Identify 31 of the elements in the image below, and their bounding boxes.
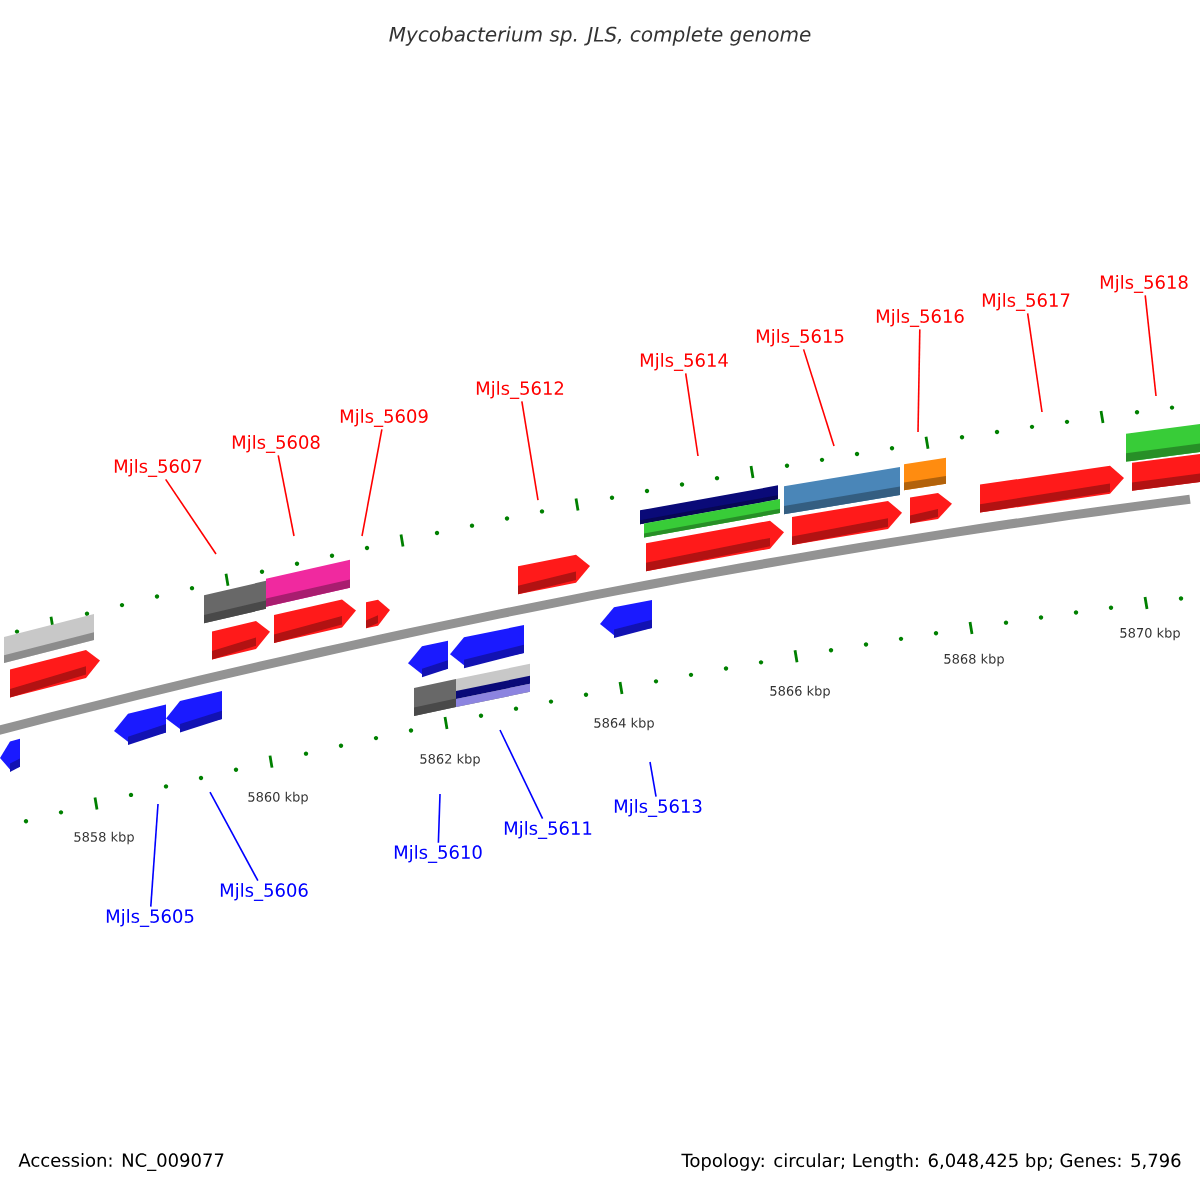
gene-label: Mjls_5613 bbox=[614, 799, 702, 817]
gene-label: Mjls_5608 bbox=[232, 435, 320, 453]
gene-label: Mjls_5605 bbox=[106, 909, 194, 927]
gene-label: Mjls_5617 bbox=[982, 293, 1070, 311]
leader-line bbox=[1026, 312, 1043, 413]
leader-line bbox=[437, 793, 441, 844]
gene-label: Mjls_5612 bbox=[476, 381, 564, 399]
gene-label: Mjls_5618 bbox=[1100, 275, 1188, 293]
leader-line bbox=[521, 400, 539, 501]
leader-line bbox=[361, 428, 383, 537]
leader-line bbox=[649, 761, 657, 798]
leader-line bbox=[150, 803, 159, 908]
title: Mycobacterium sp. JLS, complete genome bbox=[389, 26, 811, 46]
gene-label: Mjls_5607 bbox=[114, 459, 202, 477]
footer-text: Topology: circular; Length: 6,048,425 bp; Genes: 5,796 bbox=[681, 1153, 1181, 1171]
leader-line bbox=[277, 454, 295, 537]
leader-line bbox=[499, 729, 544, 820]
gene-label: Mjls_5610 bbox=[394, 845, 482, 863]
gene-label: Mjls_5614 bbox=[640, 353, 728, 371]
footer-text: Accession: NC_009077 bbox=[18, 1153, 224, 1171]
leader-line bbox=[209, 791, 259, 882]
gene-label: Mjls_5611 bbox=[504, 821, 592, 839]
gene-label: Mjls_5609 bbox=[340, 409, 428, 427]
gene-label: Mjls_5606 bbox=[220, 883, 308, 901]
gene-label: Mjls_5616 bbox=[876, 309, 964, 327]
gene-label: Mjls_5615 bbox=[756, 329, 844, 347]
leader-line bbox=[164, 478, 217, 555]
leader-line bbox=[1144, 294, 1157, 397]
leader-line bbox=[802, 348, 835, 447]
leader-line bbox=[684, 372, 699, 457]
leader-line bbox=[917, 328, 921, 433]
